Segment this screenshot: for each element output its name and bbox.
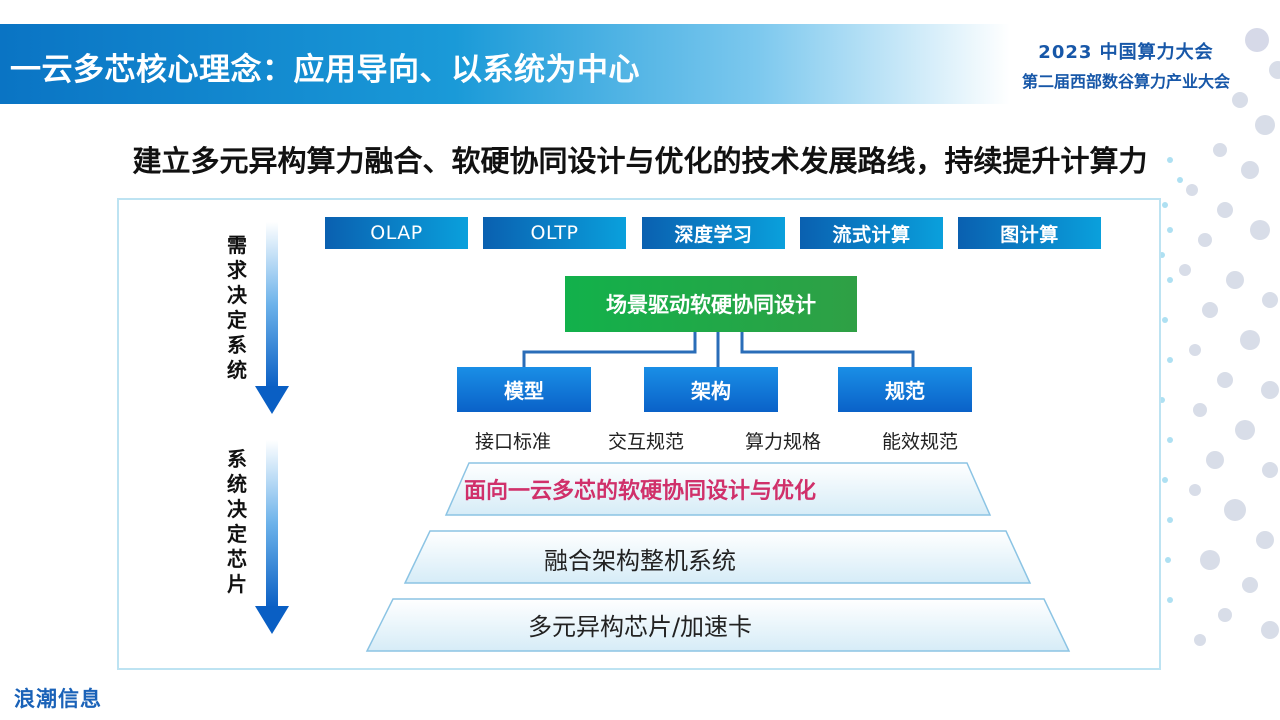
layer-top-label: 面向一云多芯的软硬协同设计与优化 bbox=[463, 479, 816, 504]
company-logo: 浪潮信息 bbox=[14, 687, 102, 711]
workload-label: 图计算 bbox=[1000, 223, 1059, 246]
workload-label: 深度学习 bbox=[674, 223, 753, 246]
page-title: 一云多芯核心理念：应用导向、以系统为中心 bbox=[10, 52, 640, 88]
pillar-architecture: 架构 bbox=[644, 367, 778, 412]
conference-name: 2023 中国算力大会 第二届西部数谷算力产业大会 bbox=[1022, 38, 1230, 92]
conference-line-2: 第二届西部数谷算力产业大会 bbox=[1021, 72, 1230, 91]
standard-label: 算力规格 bbox=[744, 431, 821, 453]
workload-tag-oltp: OLTP bbox=[483, 217, 626, 249]
workload-label: OLTP bbox=[530, 222, 579, 244]
standard-label: 交互规范 bbox=[607, 431, 684, 453]
side-label-system: 系统决定芯片 bbox=[227, 447, 247, 596]
title-banner bbox=[0, 24, 1010, 104]
pillar-label: 模型 bbox=[504, 379, 544, 403]
pillar-specification: 规范 bbox=[838, 367, 972, 412]
layer-middle-shape bbox=[403, 530, 1032, 584]
side-label-demand: 需求决定系统 bbox=[227, 233, 247, 382]
headline: 建立多元异构算力融合、软硬协同设计与优化的技术发展路线，持续提升计算力 bbox=[132, 144, 1148, 178]
down-arrow-icon bbox=[255, 440, 289, 634]
standard-label: 接口标准 bbox=[474, 431, 551, 453]
pillar-label: 规范 bbox=[885, 379, 925, 403]
workload-tag-graph-computing: 图计算 bbox=[958, 217, 1101, 249]
scenario-box: 场景驱动软硬协同设计 bbox=[565, 276, 857, 332]
down-arrow-icon bbox=[255, 222, 289, 414]
layer-bottom-label: 多元异构芯片/加速卡 bbox=[527, 613, 753, 641]
standard-label: 能效规范 bbox=[881, 431, 958, 453]
pillar-model: 模型 bbox=[457, 367, 591, 412]
workload-tag-stream-computing: 流式计算 bbox=[800, 217, 943, 249]
workload-label: OLAP bbox=[370, 222, 423, 244]
workload-tag-olap: OLAP bbox=[325, 217, 468, 249]
layer-bottom-shape bbox=[365, 598, 1071, 652]
layer-top-shape bbox=[444, 462, 992, 516]
conference-line-1: 2023 中国算力大会 bbox=[1038, 42, 1214, 63]
workload-label: 流式计算 bbox=[832, 223, 911, 246]
pillar-label: 架构 bbox=[691, 379, 731, 403]
workload-tag-deep-learning: 深度学习 bbox=[642, 217, 785, 249]
scenario-label: 场景驱动软硬协同设计 bbox=[606, 293, 816, 317]
layer-middle-label: 融合架构整机系统 bbox=[544, 547, 736, 575]
decorative-dot-pattern bbox=[1159, 28, 1280, 646]
